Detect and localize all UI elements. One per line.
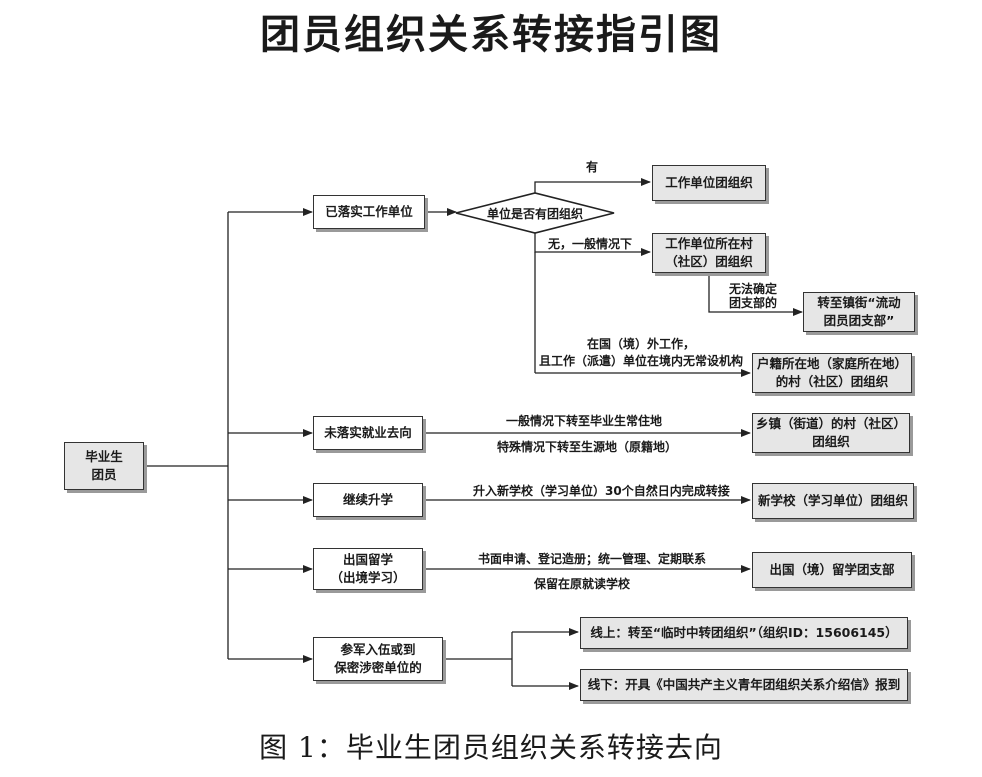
unemployed-note2: 特殊情况下转至生源地（原籍地）: [497, 440, 678, 454]
no-target-box: 工作单位所在村 （社区）团组织: [652, 233, 766, 273]
study-abroad-target-label: 出国（境）留学团支部: [769, 561, 895, 577]
root-line1: 毕业生: [85, 448, 123, 464]
yes-label: 有: [586, 160, 599, 174]
root-graduate-member-box: 毕业生团员: [64, 442, 144, 490]
further-study-box: 继续升学: [313, 483, 423, 517]
decision-label: 单位是否有团组织: [486, 207, 583, 221]
military-line1: 参军入伍或到: [340, 641, 416, 657]
employed-box: 已落实工作单位: [313, 195, 425, 229]
military-line2: 保密涉密单位的: [334, 660, 422, 675]
online-target-label: 线上：转至“临时中转团组织”（组织ID：15606145）: [590, 624, 898, 640]
unemployed-note1: 一般情况下转至毕业生常住地: [506, 414, 663, 428]
abroad-work-line1: 在国（境）外工作，: [586, 337, 695, 351]
further-study-target-label: 新学校（学习单位）团组织: [757, 492, 908, 508]
no-label: 无，一般情况下: [548, 237, 633, 251]
undetermined-connector: [708, 272, 803, 316]
page-title: 团员组织关系转接指引图: [260, 12, 722, 58]
offline-target-box: 线下：开具《中国共产主义青年团组织关系介绍信》报到: [580, 669, 908, 701]
online-target-box: 线上：转至“临时中转团组织”（组织ID：15606145）: [580, 617, 908, 649]
study-abroad-line2: （出境学习）: [330, 570, 406, 585]
further-study-target-box: 新学校（学习单位）团组织: [752, 483, 914, 519]
study-abroad-line1: 出国留学: [342, 551, 393, 567]
abroad-work-target-line2: 的村（社区）团组织: [775, 374, 889, 389]
unemployed-label: 未落实就业去向: [324, 424, 412, 440]
unemployed-box: 未落实就业去向: [313, 416, 423, 450]
yes-connector: [534, 178, 651, 193]
decision-diamond: [455, 192, 615, 234]
undetermined-target-line2: 团员团支部”: [823, 313, 895, 328]
figure-caption: 图 1：毕业生团员组织关系转接去向: [259, 731, 723, 764]
undetermined-target-box: 转至镇街“流动团员团支部”: [803, 292, 915, 332]
study-abroad-note2: 保留在原就读学校: [534, 577, 631, 591]
study-abroad-target-box: 出国（境）留学团支部: [752, 552, 912, 588]
abroad-work-label: 在国（境）外工作， 且工作（派遣）单位在境内无常设机构: [532, 337, 750, 369]
abroad-work-line2: 且工作（派遣）单位在境内无常设机构: [538, 354, 743, 369]
unemployed-target-box: 乡镇（街道）的村（社区） 团组织: [752, 413, 910, 453]
undetermined-line1: 无法确定: [728, 282, 777, 296]
abroad-work-target-box: 户籍所在地（家庭所在地） 的村（社区）团组织: [752, 353, 912, 393]
further-study-label: 继续升学: [342, 491, 393, 507]
undetermined-line2: 团支部的: [728, 296, 777, 311]
offline-target-label: 线下：开具《中国共产主义青年团组织关系介绍信》报到: [587, 676, 901, 692]
no-target-line1: 工作单位所在村: [665, 235, 753, 251]
study-abroad-box: 出国留学 （出境学习）: [313, 548, 423, 590]
yes-target-box: 工作单位团组织: [652, 165, 766, 201]
root-line2: 团员: [91, 467, 117, 482]
abroad-work-target-line1: 户籍所在地（家庭所在地）: [756, 355, 907, 371]
employed-label: 已落实工作单位: [325, 203, 413, 219]
yes-target-label: 工作单位团组织: [665, 174, 753, 190]
undetermined-label: 无法确定 团支部的: [718, 282, 788, 311]
no-target-line2: （社区）团组织: [665, 254, 753, 269]
further-study-note: 升入新学校（学习单位）30个自然日内完成转接: [473, 484, 730, 498]
study-abroad-note1: 书面申请、登记造册；统一管理、定期联系: [478, 552, 707, 566]
military-box: 参军入伍或到保密涉密单位的: [313, 637, 443, 681]
unemployed-target-line2: 团组织: [812, 434, 850, 449]
undetermined-target-line1: 转至镇街“流动: [817, 294, 901, 310]
unemployed-target-line1: 乡镇（街道）的村（社区）: [755, 415, 906, 431]
